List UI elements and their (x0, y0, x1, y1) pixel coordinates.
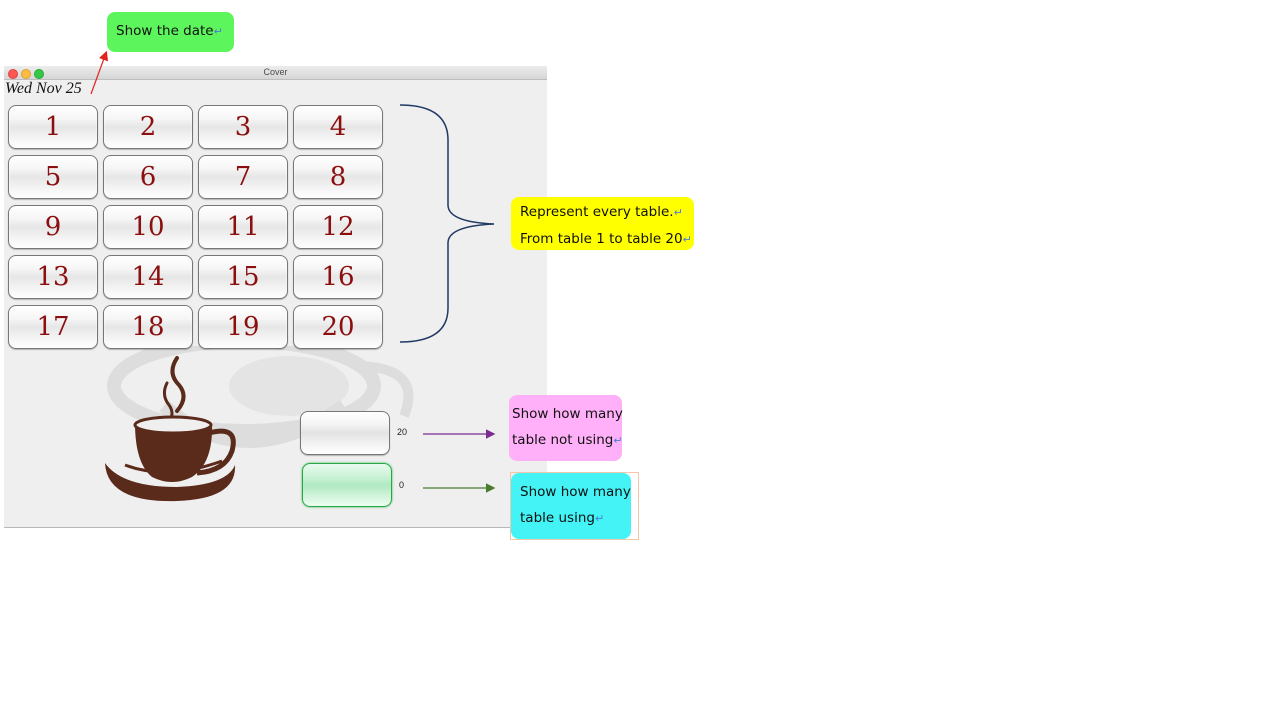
zoom-window-button[interactable] (34, 69, 44, 79)
table-button-10[interactable]: 10 (103, 205, 193, 249)
date-label: Wed Nov 25 (5, 80, 82, 97)
return-mark: ↵ (213, 25, 223, 38)
window-titlebar: Cover (4, 66, 547, 80)
return-mark: ↵ (613, 434, 623, 447)
table-button-18[interactable]: 18 (103, 305, 193, 349)
minimize-window-button[interactable] (21, 69, 31, 79)
callout-tables: Represent every table.↵ From table 1 to … (511, 197, 694, 250)
table-button-5[interactable]: 5 (8, 155, 98, 199)
close-window-button[interactable] (8, 69, 18, 79)
callout-using: Show how many table using↵ (511, 473, 631, 539)
table-button-17[interactable]: 17 (8, 305, 98, 349)
table-button-16[interactable]: 16 (293, 255, 383, 299)
callout-using-line1: Show how many (520, 484, 631, 500)
table-button-14[interactable]: 14 (103, 255, 193, 299)
table-button-2[interactable]: 2 (103, 105, 193, 149)
not-using-counter-button[interactable] (300, 411, 390, 455)
return-mark: ↵ (673, 206, 683, 219)
table-button-1[interactable]: 1 (8, 105, 98, 149)
callout-show-date: Show the date↵ (107, 12, 234, 52)
callout-using-line2: table using (520, 510, 595, 526)
callout-not-using: Show how many table not using↵ (509, 395, 623, 461)
table-button-6[interactable]: 6 (103, 155, 193, 199)
callout-using-frame (510, 472, 639, 540)
table-button-11[interactable]: 11 (198, 205, 288, 249)
table-button-19[interactable]: 19 (198, 305, 288, 349)
coffee-cup-watermark (107, 346, 414, 448)
table-button-4[interactable]: 4 (293, 105, 383, 149)
table-button-7[interactable]: 7 (198, 155, 288, 199)
table-button-9[interactable]: 9 (8, 205, 98, 249)
callout-date-text: Show the date (116, 23, 214, 39)
return-mark: ↵ (682, 233, 692, 246)
using-count: 0 (399, 480, 405, 490)
table-button-12[interactable]: 12 (293, 205, 383, 249)
callout-not-using-line1: Show how many (512, 406, 623, 422)
table-button-20[interactable]: 20 (293, 305, 383, 349)
not-using-count: 20 (397, 427, 408, 437)
table-button-13[interactable]: 13 (8, 255, 98, 299)
table-button-15[interactable]: 15 (198, 255, 288, 299)
window-title: Cover (263, 67, 288, 77)
coffee-cup-icon (105, 356, 236, 502)
using-counter-button[interactable] (302, 463, 392, 507)
tables-brace (399, 104, 495, 343)
callout-not-using-line2: table not using (512, 432, 614, 448)
table-button-3[interactable]: 3 (198, 105, 288, 149)
callout-tables-line1: Represent every table. (520, 204, 674, 220)
return-mark: ↵ (594, 512, 605, 525)
callout-tables-line2: From table 1 to table 20 (520, 231, 683, 247)
date-arrow (90, 50, 109, 95)
table-button-8[interactable]: 8 (293, 155, 383, 199)
